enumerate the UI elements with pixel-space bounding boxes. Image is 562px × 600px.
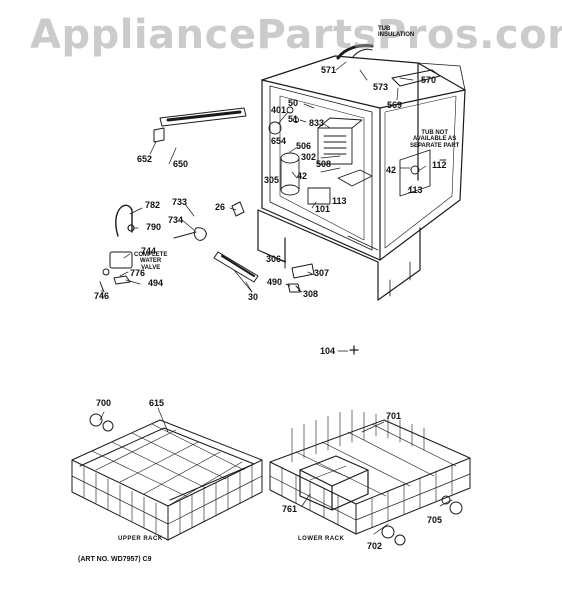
rack-wheels-lower [381,495,463,546]
screw [349,345,359,355]
part-label: 733 [172,197,188,207]
door-gasket-and-clip [153,107,247,143]
caption-lower-rack: LOWER RACK [298,536,345,542]
part-label: 570 [421,75,437,85]
part-label: 113 [332,196,347,206]
part-label: 51 [288,114,299,124]
part-label: 702 [367,541,383,551]
part-label: 700 [96,398,112,408]
part-label: 302 [301,152,317,162]
part-label: 782 [145,200,161,210]
part-label: 746 [94,291,110,301]
caption-art-number: (ART NO. WD7957) C9 [78,556,152,563]
upper-rack [71,419,263,541]
part-label: 42 [386,165,397,175]
float-switch-parts [284,255,315,293]
part-label: 761 [282,504,298,514]
part-label: 104 [320,346,336,356]
note-tub-not-available: TUB NOT AVAILABLE AS SEPARATE PART [410,130,460,149]
leader-lines [99,61,453,535]
part-label: 650 [173,159,189,169]
rack-wheels-upper [89,413,114,432]
tub-insulation [336,44,441,87]
part-label: 490 [267,277,283,287]
tub-internal-parts [268,106,373,205]
part-label: 112 [432,160,447,170]
part-label: 506 [296,141,312,151]
part-label: 42 [297,171,308,181]
lower-rack [269,409,471,535]
part-label: 113 [408,185,423,195]
tub-base [257,209,421,301]
part-label: 307 [314,268,330,278]
water-valve [99,251,133,293]
part-label: 306 [266,254,282,264]
part-label: 508 [316,159,332,169]
part-label: 833 [309,118,325,128]
part-label: 615 [149,398,165,408]
part-label: 734 [168,215,184,225]
part-label: 705 [427,515,443,525]
heater-parts [173,201,259,283]
part-label: 305 [264,175,280,185]
caption-upper-rack: UPPER RACK [118,536,163,542]
part-label: 494 [148,278,164,288]
part-label: 101 [315,204,331,214]
part-label: 308 [303,289,319,299]
note-complete-water-valve: COMPLETE WATER VALVE [134,252,168,271]
fill-hose [115,204,135,237]
tub [261,55,466,261]
part-label: 569 [387,100,403,110]
watermark: AppliancePartsPros.com [30,12,562,58]
part-label: 654 [271,136,287,146]
part-label: 571 [321,65,337,75]
part-label: 776 [130,268,146,278]
part-label: 652 [137,154,153,164]
part-label: 744 [141,246,157,256]
mounting-bracket [399,149,447,197]
part-label: 50 [288,98,299,108]
part-label: 401 [271,105,287,115]
part-label: 790 [146,222,162,232]
part-label: 26 [215,202,226,212]
part-label: 30 [248,292,259,302]
part-label: 701 [386,411,402,421]
part-label: 573 [373,82,389,92]
note-tub-insulation: TUB INSULATION [378,26,415,39]
